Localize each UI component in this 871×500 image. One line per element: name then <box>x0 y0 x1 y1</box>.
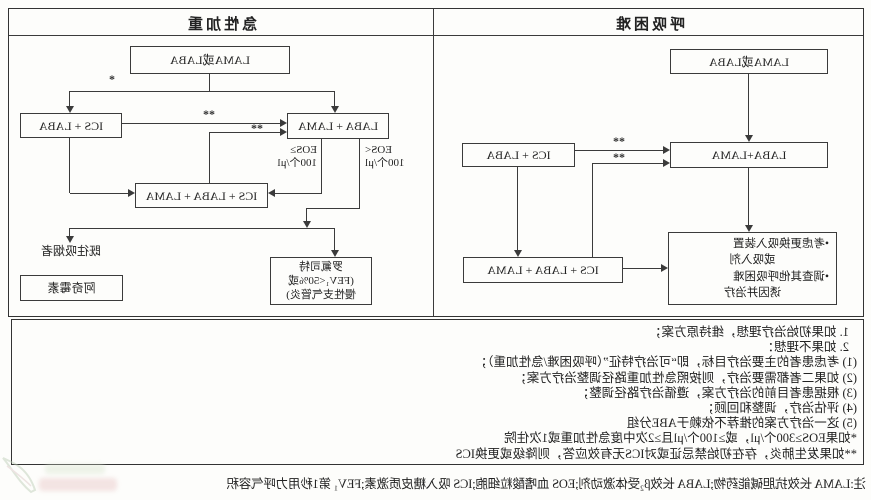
roflumilast-line: 罗氟司特 <box>299 261 343 273</box>
note-line: 2. 如果不理想： <box>761 340 849 355</box>
roflumilast-line: (FEV₁<50%或 <box>288 275 354 287</box>
arrowhead <box>280 128 287 136</box>
exac-box-lama-or-laba: LAMA或LABA <box>130 46 290 74</box>
double-star-mark: ** <box>251 121 263 135</box>
arrowhead <box>128 189 135 197</box>
outcome-line: •调查其他呼吸困难 <box>732 270 829 283</box>
panel-divider <box>433 9 434 316</box>
outcome-line: 诱因并治疗 <box>723 287 782 299</box>
connector <box>210 132 280 133</box>
roflumilast-line: 慢性支气管炎) <box>286 289 356 301</box>
panel-title-exacerbation: 急性加重 <box>185 17 258 33</box>
arrowhead <box>663 159 670 167</box>
connector <box>306 208 307 221</box>
arrowhead <box>268 189 275 197</box>
former-smoker-label: 既往吸烟者 <box>41 244 102 258</box>
dyspnea-box-ics-laba: ICS + LABA <box>462 143 575 167</box>
connector <box>69 138 70 193</box>
eos-low-label: EOS< 100个/μl <box>365 144 405 169</box>
connector <box>359 139 360 208</box>
outcome-line: •考虑更换吸入装置 <box>732 237 829 250</box>
connector <box>748 74 749 135</box>
note-line: 1. 如果初始治疗理想，维持原方案； <box>648 325 849 339</box>
exac-box-laba-lama: LABA + LAMA <box>287 113 389 139</box>
arrowhead <box>331 106 339 113</box>
star-mark: * <box>109 72 115 86</box>
abbreviation-legend: 注:LAMA 长效抗胆碱能药物;LABA 长效β₂受体激动剂;EOS 血嗜酸粒细… <box>226 477 866 491</box>
arrowhead <box>331 250 339 257</box>
exac-box-azithromycin: 阿奇霉素 <box>20 275 123 301</box>
header-underline <box>9 35 863 36</box>
connector <box>209 132 210 183</box>
note-line: (5) 这一治疗方案的推荐不依赖于ABE分组 <box>626 416 857 431</box>
arrowhead <box>280 119 287 127</box>
connector <box>70 228 335 229</box>
dyspnea-outcome-box: •考虑更换吸入装置 或吸入剂 •调查其他呼吸困难 诱因并治疗 <box>668 232 837 305</box>
arrowhead <box>661 264 668 272</box>
connector <box>321 139 322 193</box>
connector <box>209 74 210 91</box>
arrowhead <box>514 250 522 257</box>
dyspnea-box-triple: ICS + LABA + LAMA <box>463 257 623 283</box>
arrowhead <box>66 106 74 113</box>
connector <box>623 268 661 269</box>
double-star-mark: ** <box>203 107 215 121</box>
connector <box>334 228 335 250</box>
exac-box-ics-laba: ICS + LABA <box>20 113 122 138</box>
exac-box-triple: ICS + LABA + LAMA <box>135 183 268 208</box>
connector <box>334 91 335 106</box>
note-line: (3) 根据患者目前的治疗方案，遵循治疗路径调整； <box>576 385 857 400</box>
connector <box>70 91 335 92</box>
dyspnea-box-lama-or-laba: LAMA或LABA <box>670 49 828 74</box>
note-line: *如果EOS≥300个/μl，或≥100个/μl且≥2次中度急性加重或1次住院 <box>504 431 857 446</box>
note-line: (4) 评估治疗，调整和回顾； <box>701 401 857 416</box>
note-line: **如果发生肺炎，存在初始禁忌证或对ICS无有效应答，则降级或更换ICS <box>455 446 857 461</box>
connector <box>593 163 663 164</box>
arrowhead <box>66 236 74 243</box>
connector <box>69 228 70 236</box>
note-line: (1) 考虑患者的主要治疗目标，即“可治疗特征”（呼吸困难/急性加重）； <box>474 355 857 370</box>
dyspnea-box-laba-lama: LABA+LAMA <box>670 142 828 168</box>
arrowhead <box>303 221 311 228</box>
connector <box>307 208 360 209</box>
arrowhead <box>663 146 670 154</box>
notes-box: 1. 如果初始治疗理想，维持原方案； 2. 如果不理想： (1) 考虑患者的主要… <box>11 319 864 465</box>
outcome-line: 或吸入剂 <box>729 254 776 266</box>
connector <box>748 168 749 225</box>
connector <box>70 193 128 194</box>
eos-high-label: EOS≥ 100个/μl <box>277 144 317 169</box>
double-star-mark: ** <box>613 150 625 164</box>
connector <box>517 167 518 250</box>
exac-box-roflumilast: 罗氟司特 (FEV₁<50%或 慢性支气管炎) <box>270 257 372 305</box>
arrowhead <box>745 225 753 232</box>
note-line: (2) 如果二者都需要治疗，则按照急性加重路径调整治疗方案； <box>514 370 857 385</box>
double-star-mark: ** <box>613 134 625 148</box>
panel-title-dyspnea: 呼吸困难 <box>613 17 686 33</box>
connector <box>592 163 593 257</box>
arrowhead <box>745 135 753 142</box>
connector <box>275 193 322 194</box>
connector <box>69 91 70 106</box>
